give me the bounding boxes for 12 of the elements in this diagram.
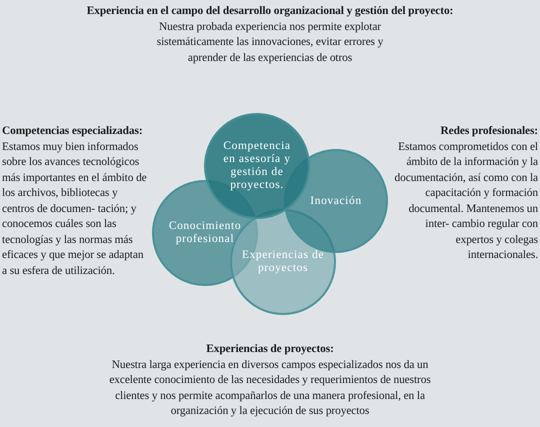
- circle-label: Experiencias de proyectos: [240, 249, 326, 275]
- section-heading: Competencias especializadas:: [2, 124, 144, 139]
- paragraph: Nuestra larga experiencia en diversos campos especializados nos da un excelente conocimiento de las necesidades y requerimientos de nuestros clientes y nos permite acompañarlos de una manera profesional, en la organización y la ejecución de sus proyectos: [108, 358, 432, 419]
- section-heading: Redes profesionales:: [440, 124, 538, 139]
- paragraph: Estamos comprometidos con el ámbito de la información y la documentación, así como con la capacitación y formación documental. Mantenemos un inter- cambio regular con expertos y colegas internacionales.: [394, 140, 538, 263]
- circle-label: Competencia en asesoría y gestión de proyectos.: [222, 140, 292, 192]
- circle-label: Conocimiento profesional: [168, 220, 242, 246]
- section-heading: Experiencia en el campo del desarrollo organizacional y gestión del proyecto:: [86, 4, 454, 19]
- paragraph: Nuestra probada experiencia nos permite explotar sistemáticamente las innovaciones, evitar errores y aprender de las experiencias de otros: [156, 20, 384, 66]
- section-heading: Experiencias de proyectos:: [205, 342, 335, 357]
- circle-label: Inovación: [309, 194, 363, 208]
- paragraph: Estamos muy bien informados sobre los avances tecnológicos más importantes en el ámbito de los archivos, bibliotecas y centros de documen- tación; y conocemos cuáles son las tecnologías y las normas más eficaces y que mejor se adaptan a su esfera de utilización.: [2, 140, 148, 278]
